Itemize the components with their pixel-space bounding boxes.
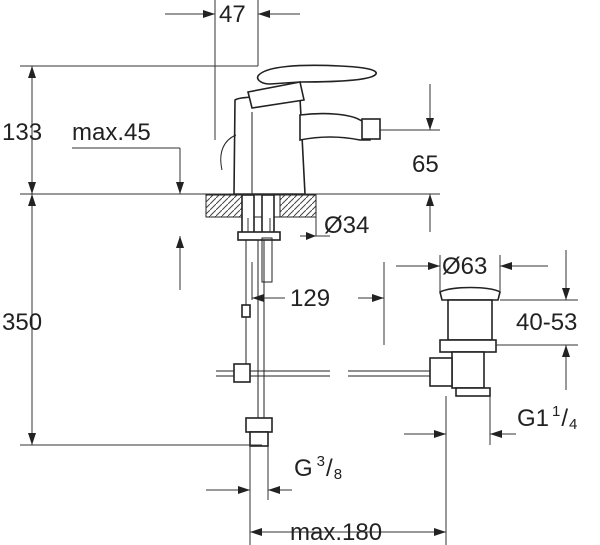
dim-below-deck: 350	[2, 309, 42, 336]
dim-spout-height: 133	[2, 119, 42, 146]
dim-top-width: 47	[219, 1, 246, 28]
dim-max-reach: max.180	[290, 519, 382, 545]
deck-plate	[205, 194, 317, 241]
dim-pullrod-length: 129	[290, 285, 330, 312]
dim-waste-diameter: Ø63	[442, 253, 487, 280]
dim-hole-diameter: Ø34	[324, 212, 369, 239]
dim-outlet-height: 65	[412, 151, 439, 178]
mixer-body	[220, 64, 381, 195]
dimension-lines	[20, 0, 578, 545]
dim-lever-travel: max.45	[72, 119, 151, 146]
supply-hose	[245, 237, 273, 447]
dim-waste-height-range: 40-53	[516, 309, 577, 336]
pull-rod	[216, 240, 432, 383]
pop-up-waste	[429, 286, 501, 397]
